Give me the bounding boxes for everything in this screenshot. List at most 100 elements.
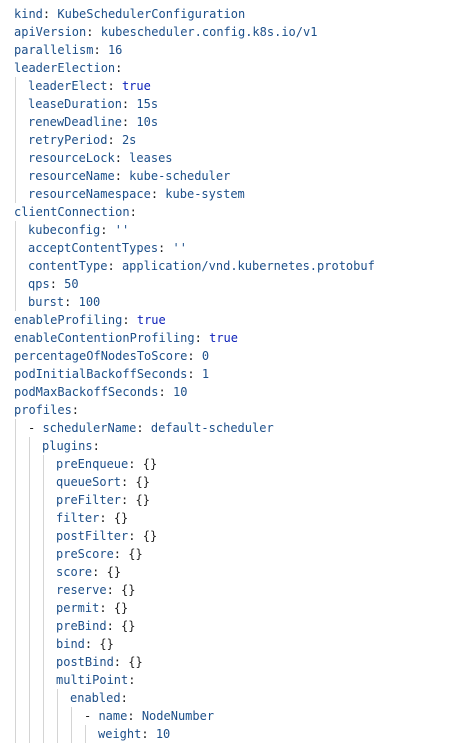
- indent-guide: [15, 473, 16, 491]
- indent-guide: [15, 185, 16, 203]
- indent-guide: [29, 617, 30, 635]
- yaml-value: {}: [113, 511, 129, 525]
- line-content: leaderElection:: [14, 59, 122, 77]
- indent-guide: [57, 707, 58, 725]
- yaml-key: renewDeadline: [28, 115, 122, 129]
- line-content: podInitialBackoffSeconds: 1: [14, 365, 209, 383]
- yaml-key: weight: [98, 727, 142, 741]
- line-content: podMaxBackoffSeconds: 10: [14, 383, 187, 401]
- colon: :: [92, 439, 100, 453]
- yaml-value: 16: [107, 43, 123, 57]
- yaml-value: 15s: [136, 97, 159, 111]
- yaml-value: true: [121, 79, 151, 93]
- colon: :: [128, 457, 136, 471]
- yaml-key: burst: [28, 295, 65, 309]
- line-content: resourceName: kube-scheduler: [28, 167, 230, 185]
- code-line: permit: {}: [0, 599, 459, 617]
- code-line: preFilter: {}: [0, 491, 459, 509]
- indent-guide: [15, 293, 16, 311]
- yaml-value: application/vnd.kubernetes.protobuf: [121, 259, 375, 273]
- code-line: leaderElection:: [0, 59, 459, 77]
- indent-guide: [29, 437, 30, 455]
- yaml-value: 0: [201, 349, 210, 363]
- yaml-value: kube-system: [165, 187, 245, 201]
- colon: :: [121, 97, 130, 111]
- yaml-key: retryPeriod: [28, 133, 108, 147]
- indent-guide: [15, 149, 16, 167]
- colon: :: [106, 583, 114, 597]
- code-line: queueSort: {}: [0, 473, 459, 491]
- colon: :: [150, 187, 159, 201]
- indent-guide: [15, 95, 16, 113]
- yaml-key: enabled: [70, 691, 121, 705]
- colon: :: [121, 493, 129, 507]
- indent-guide: [43, 599, 44, 617]
- line-content: multiPoint:: [56, 671, 135, 689]
- line-content: percentageOfNodesToScore: 0: [14, 347, 209, 365]
- indent-guide: [43, 473, 44, 491]
- indent-guide: [15, 509, 16, 527]
- yaml-value: kube-scheduler: [129, 169, 231, 183]
- line-content: renewDeadline: 10s: [28, 113, 158, 131]
- indent-guide: [29, 725, 30, 743]
- colon: :: [121, 475, 129, 489]
- indent-guide: [43, 725, 44, 743]
- colon: :: [121, 115, 130, 129]
- yaml-value: default-scheduler: [150, 421, 274, 435]
- yaml-key: permit: [56, 601, 100, 615]
- yaml-value: {}: [121, 583, 136, 597]
- colon: :: [120, 691, 128, 705]
- yaml-value: 50: [64, 277, 79, 291]
- indent-guide: [15, 635, 16, 653]
- code-line: apiVersion: kubescheduler.config.k8s.io/…: [0, 23, 459, 41]
- list-dash: -: [28, 421, 43, 435]
- yaml-key: queueSort: [56, 475, 122, 489]
- indent-guide: [15, 257, 16, 275]
- indent-guide: [29, 707, 30, 725]
- line-content: filter: {}: [56, 509, 128, 527]
- line-content: preFilter: {}: [56, 491, 150, 509]
- code-line: enableContentionProfiling: true: [0, 329, 459, 347]
- yaml-key: resourceName: [28, 169, 115, 183]
- yaml-key: preScore: [56, 547, 114, 561]
- code-line: retryPeriod: 2s: [0, 131, 459, 149]
- line-content: - schedulerName: default-scheduler: [28, 419, 274, 437]
- yaml-key: plugins: [42, 439, 93, 453]
- line-content: queueSort: {}: [56, 473, 150, 491]
- yaml-value: {}: [142, 457, 158, 471]
- yaml-key: kubeconfig: [28, 223, 101, 237]
- yaml-key: schedulerName: [42, 421, 137, 435]
- code-line: podInitialBackoffSeconds: 1: [0, 365, 459, 383]
- indent-guide: [15, 653, 16, 671]
- colon: :: [113, 547, 122, 561]
- line-content: acceptContentTypes: '': [28, 239, 187, 257]
- yaml-key: apiVersion: [14, 25, 87, 39]
- line-content: weight: 10: [98, 725, 170, 743]
- colon: :: [194, 331, 202, 345]
- indent-guide: [43, 545, 44, 563]
- indent-guide: [43, 563, 44, 581]
- yaml-key: kind: [14, 7, 43, 21]
- indent-guide: [29, 473, 30, 491]
- indent-guide: [43, 653, 44, 671]
- indent-guide: [29, 545, 30, 563]
- yaml-value: true: [136, 313, 166, 327]
- indent-guide: [15, 275, 16, 293]
- colon: :: [84, 637, 93, 651]
- colon: :: [158, 385, 166, 399]
- colon: :: [107, 133, 115, 147]
- code-line: - schedulerName: default-scheduler: [0, 419, 459, 437]
- indent-guide: [29, 509, 30, 527]
- code-line: percentageOfNodesToScore: 0: [0, 347, 459, 365]
- yaml-value: true: [209, 331, 238, 345]
- indent-guide: [43, 617, 44, 635]
- line-content: score: {}: [56, 563, 121, 581]
- code-line: leaderElect: true: [0, 77, 459, 95]
- yaml-key: resourceLock: [28, 151, 115, 165]
- line-content: preBind: {}: [56, 617, 136, 635]
- colon: :: [141, 727, 149, 741]
- yaml-value: kubescheduler.config.k8s.io/v1: [100, 25, 318, 39]
- line-content: leaseDuration: 15s: [28, 95, 158, 113]
- code-line: parallelism: 16: [0, 41, 459, 59]
